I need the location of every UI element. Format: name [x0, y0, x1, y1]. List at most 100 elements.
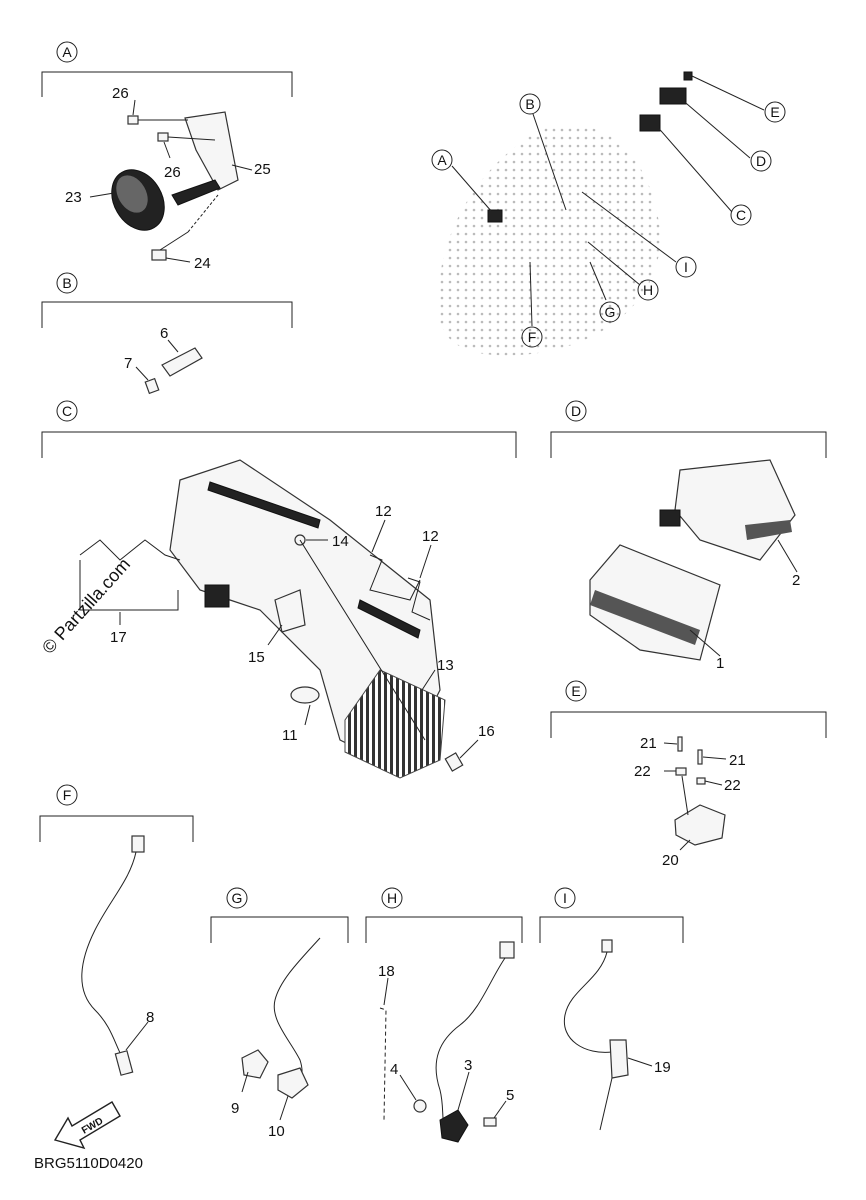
section-a-letter: A — [62, 44, 72, 60]
fwd-arrow-icon — [53, 1101, 121, 1150]
part-label-5: 5 — [506, 1087, 514, 1104]
section-i: I 19 — [539, 887, 684, 1131]
overview-frame: A B C D E F G H I — [431, 71, 786, 356]
overview-callout-g: G — [605, 304, 616, 320]
section-i-letter: I — [563, 890, 567, 906]
section-f-badge — [56, 784, 78, 806]
part-label-26b: 26 — [164, 164, 181, 181]
strap-12-left-icon — [369, 554, 421, 601]
overview-callout-i: I — [684, 259, 688, 275]
section-h-letter: H — [387, 890, 397, 906]
washer-22-left-icon — [675, 767, 687, 776]
frame-ghost-icon — [438, 124, 661, 356]
overview-battery-icon — [659, 87, 687, 105]
sensor-3-cable-icon — [435, 957, 506, 1136]
section-g: G 9 10 — [210, 887, 349, 1140]
section-d-letter: D — [571, 403, 581, 419]
overview-callout-a: A — [437, 152, 447, 168]
section-h: H 18 4 3 5 — [365, 887, 523, 1143]
part-label-4: 4 — [390, 1061, 398, 1078]
part-label-9: 9 — [231, 1100, 239, 1117]
diagram-code: BRG5110D0420 — [34, 1155, 143, 1172]
battery-box-stripe-icon — [207, 481, 321, 529]
part-label-11: 11 — [282, 727, 298, 744]
overview-callout-d: D — [756, 153, 766, 169]
section-a-bracket — [41, 71, 293, 97]
bolt-24-icon — [151, 249, 167, 261]
regulator-icon — [344, 669, 446, 779]
screw-21-right-icon — [697, 749, 703, 765]
sensor-19-connector-icon — [601, 939, 613, 953]
section-d-bracket — [550, 431, 827, 458]
part-label-19: 19 — [654, 1059, 671, 1076]
overview-ecu-icon — [639, 114, 661, 132]
overview-horn-icon — [487, 209, 503, 223]
oring-4-icon — [413, 1099, 427, 1113]
cable-17-icon — [79, 539, 181, 561]
section-b-bracket — [41, 301, 293, 328]
overview-relay-icon — [683, 71, 693, 81]
part-label-26a: 26 — [112, 85, 129, 102]
part-label-6: 6 — [160, 325, 168, 342]
section-e-letter: E — [571, 683, 580, 699]
horn-bracket-icon — [184, 111, 239, 191]
section-f: F 8 — [39, 784, 194, 1076]
part-label-3: 3 — [464, 1057, 472, 1074]
part-label-12b: 12 — [422, 528, 439, 545]
part-label-13: 13 — [437, 657, 454, 674]
fwd-arrow: FWD — [53, 1101, 121, 1150]
bolt-26-lower-icon — [157, 132, 169, 142]
part-label-22b: 22 — [724, 777, 741, 794]
sensor-8-cable-icon — [81, 851, 137, 1071]
washer-22-right-icon — [696, 777, 706, 785]
sensor-10-icon — [277, 1067, 309, 1099]
sensor-6-icon — [161, 347, 203, 377]
sensor-8-connector-icon — [131, 835, 145, 853]
ecu-stripe-icon — [590, 590, 700, 645]
section-f-letter: F — [63, 787, 72, 803]
overview-callout-c: C — [736, 207, 746, 223]
section-f-bracket — [39, 815, 194, 842]
part-label-24: 24 — [194, 255, 211, 272]
section-b-badge — [56, 272, 78, 294]
part-label-21b: 21 — [729, 752, 746, 769]
bracket-strip-icon — [171, 179, 221, 206]
sensor-3-connector-icon — [499, 941, 515, 959]
horn-face-icon — [116, 175, 148, 213]
section-c-letter: C — [62, 403, 72, 419]
connector-icon — [659, 509, 681, 527]
part-label-20: 20 — [662, 852, 679, 869]
overview-callout-f: F — [528, 329, 537, 345]
overview-callout-b: B — [525, 96, 534, 112]
sensor-19-probe-icon — [599, 1077, 613, 1131]
wire-18-icon — [379, 1007, 387, 1121]
section-b: B 6 7 — [41, 272, 293, 395]
ecu-holder-icon — [674, 459, 796, 561]
section-a-badge — [56, 41, 78, 63]
section-d: D 2 1 — [550, 400, 827, 672]
part-label-21a: 21 — [640, 735, 657, 752]
sensor-9-icon — [241, 1049, 269, 1079]
sensor-3-icon — [439, 1109, 469, 1143]
section-c: C 14 12 12 13 15 — [38, 400, 517, 779]
part-label-16: 16 — [478, 723, 495, 740]
part-label-23: 23 — [65, 189, 82, 206]
washer-7-icon — [144, 377, 160, 395]
part-label-25: 25 — [254, 161, 271, 178]
part-label-18: 18 — [378, 963, 395, 980]
part-label-12a: 12 — [375, 503, 392, 520]
section-e-bracket — [550, 711, 827, 738]
relay-20-icon — [674, 804, 726, 846]
section-i-bracket — [539, 916, 684, 943]
bolt-5-icon — [483, 1117, 497, 1127]
part-label-10: 10 — [268, 1123, 285, 1140]
part-label-17: 17 — [110, 629, 127, 646]
sensor-8-icon — [114, 1050, 134, 1076]
section-e-badge — [565, 680, 587, 702]
part-label-14: 14 — [332, 533, 349, 550]
battery-box-stripe2-icon — [357, 599, 421, 639]
part-label-2: 2 — [792, 572, 800, 589]
part-label-1: 1 — [716, 655, 724, 672]
battery-box-clip-icon — [204, 584, 230, 608]
screw-21-left-icon — [677, 736, 683, 752]
